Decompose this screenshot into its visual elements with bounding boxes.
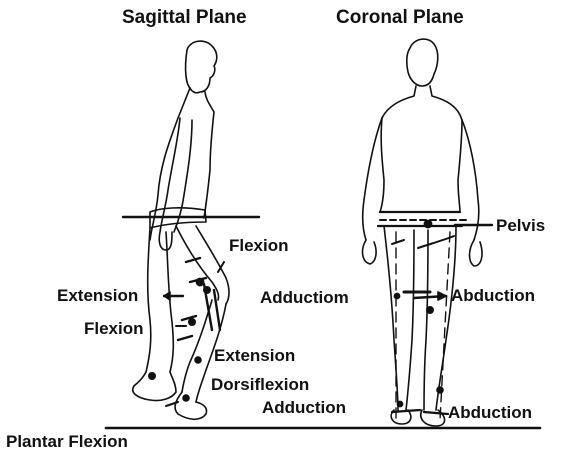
ankle-abduction-label: Abduction: [448, 404, 532, 421]
knee-extension-label: Extension: [57, 287, 138, 304]
ankle-adduction-label: Adduction: [262, 399, 346, 416]
pelvis-label: Pelvis: [496, 217, 545, 234]
hip-flexion-label: Flexion: [229, 237, 289, 254]
hip-abduction-label: Abduction: [451, 287, 535, 304]
hip-adduction-label: Adductiom: [260, 289, 349, 306]
coronal-figure: [363, 39, 492, 426]
sagittal-plane-title: Sagittal Plane: [122, 8, 247, 27]
dorsiflexion-label: Dorsiflexion: [211, 376, 309, 393]
plantar-flexion-label: Plantar Flexion: [6, 433, 128, 450]
coronal-plane-title: Coronal Plane: [336, 8, 464, 27]
knee-flexion-label: Flexion: [84, 320, 144, 337]
ankle-extension-label: Extension: [214, 347, 295, 364]
